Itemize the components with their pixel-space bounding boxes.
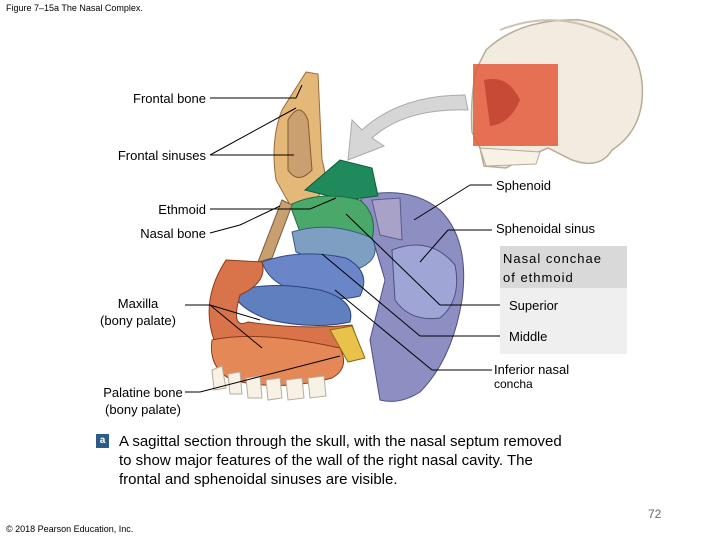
label-inferior-nasal-line1: Inferior nasal [494,362,570,377]
label-frontal-sinuses: Frontal sinuses [117,148,206,163]
label-nasal-conchae-line1: Nasal conchae [503,251,602,266]
leader-lines [185,84,502,393]
label-inferior-nasal-line2: concha [494,377,533,391]
nasal-conchae-box [500,246,627,354]
label-maxilla-line2: (bony palate) [100,313,176,328]
label-nasal-conchae-line2: of ethmoid [503,270,574,285]
nasal-bone-shape [257,199,293,263]
caption-letter-badge: a [96,434,109,448]
label-palatine-line1: Palatine bone [103,385,183,400]
label-sphenoidal-sinus: Sphenoidal sinus [496,221,596,236]
skull-thumbnail [470,19,644,169]
figure-title: Figure 7–15a The Nasal Complex. [6,3,143,13]
direction-arrow [347,94,469,161]
sphenoid-shape [359,192,465,402]
label-superior: Superior [509,298,559,313]
copyright: © 2018 Pearson Education, Inc. [6,524,134,534]
figure-caption: A sagittal section through the skull, wi… [119,433,562,488]
label-palatine-line2: (bony palate) [105,402,181,417]
label-nasal-bone: Nasal bone [140,226,206,241]
label-frontal-bone: Frontal bone [133,91,206,106]
nasal-conchae-header [500,246,627,288]
label-ethmoid: Ethmoid [158,202,206,217]
label-maxilla-line1: Maxilla [117,296,159,311]
label-middle: Middle [509,329,548,344]
page-number: 72 [648,507,662,521]
conchae-shapes [231,226,376,327]
frontal-bone-shape [273,71,326,206]
label-sphenoid: Sphenoid [496,178,551,193]
maxilla-shape [208,259,366,387]
